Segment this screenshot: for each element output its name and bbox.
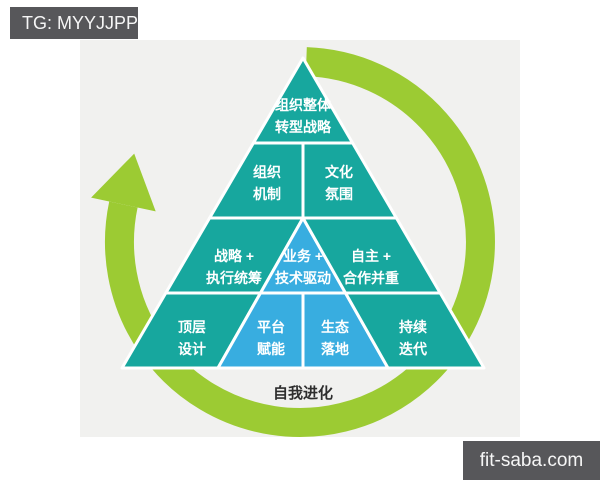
tier4-3-label-line2: 落地 (321, 341, 349, 357)
tier4-3-label-line1: 生态 (321, 319, 349, 335)
tier4-1-label-line1: 顶层 (178, 319, 206, 335)
tier3-right-label-line1: 自主 + (351, 248, 391, 264)
tier4-2-label-line1: 平台 (257, 319, 285, 335)
tier3-right-label-line2: 合作并重 (343, 270, 399, 286)
tier4-2-label-line2: 赋能 (257, 341, 285, 357)
tier4-1-label-line2: 设计 (178, 341, 206, 357)
tier1-label-line1: 组织整体 (275, 97, 332, 113)
tier2-right-label-line1: 文化 (325, 164, 353, 180)
site-watermark: fit-saba.com (463, 441, 600, 480)
cell-tier2-left (208, 141, 305, 220)
tier4-4-label-line2: 迭代 (399, 341, 427, 357)
pyramid (120, 56, 486, 370)
cycle-label: 自我进化 (273, 384, 333, 402)
tier3-left-label-line2: 执行统筹 (206, 270, 262, 286)
cell-tier2-right (301, 141, 398, 220)
tier3-center-label-line2: 技术驱动 (275, 270, 331, 286)
tier3-left-label-line1: 战略 + (214, 248, 254, 264)
cell-tier4-4 (344, 291, 486, 370)
tier2-left-label-line1: 组织 (253, 164, 281, 180)
telegram-watermark: TG: MYYJJPP (10, 7, 138, 39)
tier2-left-label-line2: 机制 (253, 186, 281, 202)
tier4-4-label-line1: 持续 (399, 319, 427, 335)
tier2-right-label-line2: 氛围 (325, 186, 353, 202)
tier1-label-line2: 转型战略 (275, 119, 332, 135)
pyramid-labels: 组织整体 转型战略 组织 机制 文化 氛围 战略 + 执行统筹 业务 + 技术驱… (178, 97, 427, 402)
arrowhead-icon (91, 153, 156, 212)
tier3-center-label-line1: 业务 + (283, 248, 323, 264)
